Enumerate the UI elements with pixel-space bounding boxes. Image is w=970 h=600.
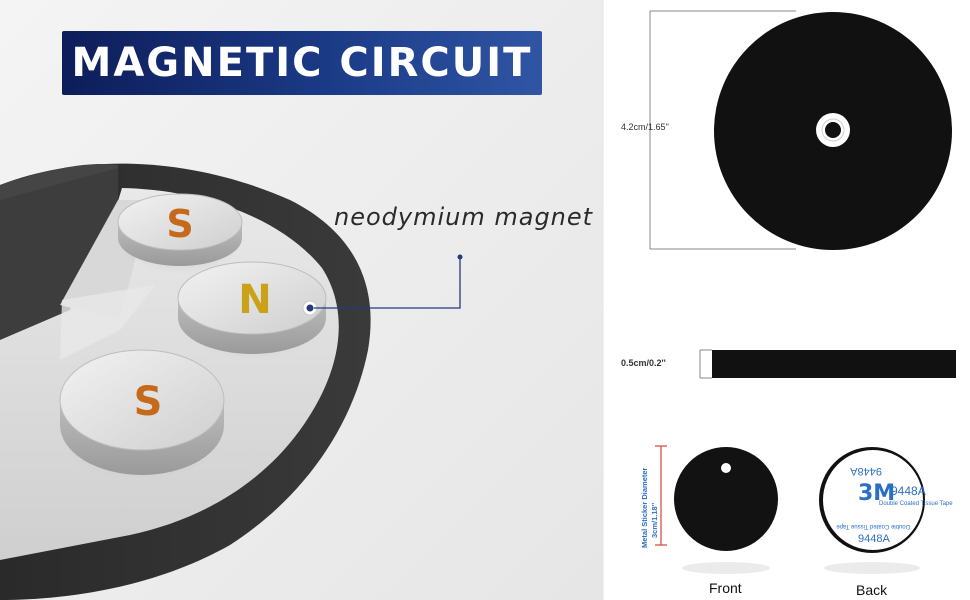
leader-dot-icon: [306, 304, 314, 312]
tape-code-bottom: 9448A: [858, 533, 890, 545]
pole-label-s-bottom: S: [134, 379, 163, 425]
sticker-dimension-label: Metal Sticker Diameter 3cm/1.18'': [640, 467, 659, 548]
page-title: MAGNETIC CIRCUIT: [71, 40, 533, 86]
tape-code: 9448A: [891, 484, 926, 498]
diameter-label: 4.2cm/1.65'': [621, 122, 669, 132]
sticker-dimension-title: Metal Sticker Diameter: [640, 467, 649, 548]
tape-brand: 3M: [858, 481, 895, 506]
front-caption: Front: [709, 580, 742, 596]
tape-code-inverted: 9448A: [850, 465, 882, 477]
rubber-disc-side-view: [712, 350, 956, 378]
metal-sticker-back: 3M 9448A Double Coated Tissue Tape 9448A…: [819, 447, 953, 574]
caption-leader: [302, 254, 463, 316]
thickness-label: 0.5cm/0.2'': [621, 358, 666, 368]
pole-label-n: N: [238, 277, 271, 323]
magnet-caption: neodymium magnet: [334, 203, 594, 231]
tape-subtitle: Double Coated Tissue Tape: [879, 501, 953, 507]
top-view-diagram: [649, 10, 952, 250]
tape-subtitle-inverted: Double Coated Tissue Tape: [836, 523, 910, 529]
back-caption: Back: [856, 582, 888, 598]
magnet-pot-cutaway: [0, 163, 371, 600]
side-view-diagram: [699, 349, 956, 379]
sticker-dimension-size: 3cm/1.18'': [650, 503, 659, 538]
metal-sticker-front: [655, 445, 778, 574]
title-banner: MAGNETIC CIRCUIT: [62, 31, 542, 95]
pole-label-s-top: S: [166, 202, 193, 246]
